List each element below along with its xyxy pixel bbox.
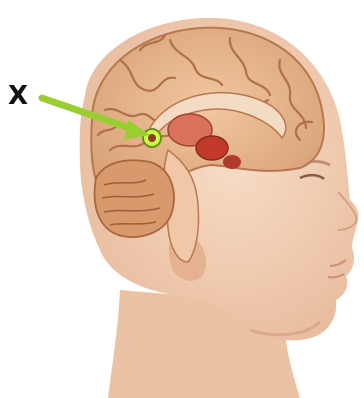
target-core: [148, 134, 156, 142]
deep-nucleus: [223, 155, 241, 169]
cerebellum: [95, 160, 174, 237]
red-structure: [196, 136, 228, 160]
pointer-label: X: [8, 81, 28, 111]
